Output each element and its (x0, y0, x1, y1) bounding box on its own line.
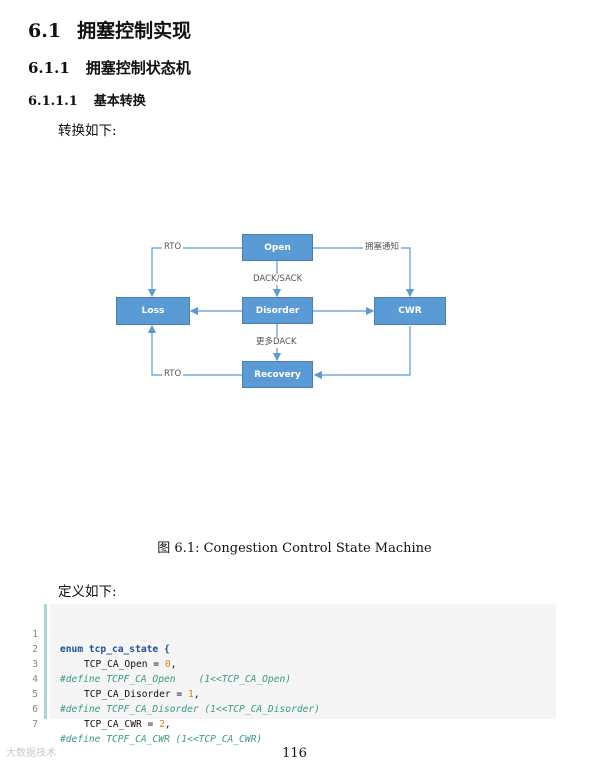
code-gutter-bar (44, 604, 47, 719)
edge-label-rto-bottom: RTO (162, 369, 184, 380)
line-number: 6 (32, 704, 38, 715)
line-number: 5 (32, 689, 38, 700)
subsubsection-number: 6.1.1.1 (28, 94, 78, 109)
state-recovery: Recovery (242, 361, 313, 388)
code-text: TCP_CA_Open = 0, (84, 659, 177, 670)
code-background (50, 604, 556, 719)
subsubsection-heading: 6.1.1.1 基本转换 (28, 90, 146, 109)
state-loss: Loss (116, 297, 190, 325)
state-disorder: Disorder (242, 297, 313, 324)
state-open: Open (242, 234, 313, 261)
edge-label-congestion-notify: 拥塞通知 (363, 242, 402, 253)
code-text: #define TCPF_CA_CWR (1<<TCP_CA_CWR) (60, 734, 263, 745)
edge-open-loss (147, 247, 242, 298)
edge-cwr-recovery (313, 326, 411, 380)
subsection-title: 拥塞控制状态机 (85, 59, 191, 77)
state-cwr: CWR (374, 297, 446, 325)
section-heading: 6.1 拥塞控制实现 (28, 16, 191, 43)
code-text: #define TCPF_CA_Disorder (1<<TCP_CA_Diso… (60, 704, 320, 715)
edge-label-more-dack: 更多DACK (254, 337, 299, 348)
code-listing: 1 enum tcp_ca_state { 2 TCP_CA_Open = 0,… (28, 604, 556, 745)
code-line: 7 #define TCPF_CA_CWR (1<<TCP_CA_CWR) (28, 702, 548, 745)
code-text: TCP_CA_CWR = 2, (84, 719, 171, 730)
code-text: TCP_CA_Disorder = 1, (84, 689, 200, 700)
section-title: 拥塞控制实现 (77, 20, 192, 42)
line-number: 7 (32, 719, 38, 730)
code-text: enum tcp_ca_state { (60, 644, 170, 655)
code-line: 1 enum tcp_ca_state { (28, 612, 548, 655)
code-line: 6 TCP_CA_CWR = 2, (28, 687, 548, 730)
transition-intro: 转换如下: (58, 123, 117, 139)
code-text: #define TCPF_CA_Open (1<<TCP_CA_Open) (60, 674, 292, 685)
line-number: 4 (32, 674, 38, 685)
section-number: 6.1 (28, 20, 62, 42)
line-number: 1 (32, 629, 38, 640)
code-line: 3 #define TCPF_CA_Open (1<<TCP_CA_Open) (28, 642, 548, 685)
code-line: 4 TCP_CA_Disorder = 1, (28, 657, 548, 700)
edge-label-dack-sack: DACK/SACK (251, 274, 305, 285)
code-line: 5 #define TCPF_CA_Disorder (1<<TCP_CA_Di… (28, 672, 548, 715)
line-number: 3 (32, 659, 38, 670)
definition-intro: 定义如下: (58, 584, 117, 600)
figure-caption: 图 6.1: Congestion Control State Machine (157, 541, 432, 556)
edge-open-cwr (313, 247, 415, 298)
page-number: 116 (282, 746, 307, 761)
code-line: 2 TCP_CA_Open = 0, (28, 627, 548, 670)
subsection-number: 6.1.1 (28, 59, 70, 77)
line-number: 2 (32, 644, 38, 655)
edge-label-rto-top: RTO (162, 242, 184, 253)
subsection-heading: 6.1.1 拥塞控制状态机 (28, 57, 191, 78)
subsubsection-title: 基本转换 (93, 94, 146, 109)
watermark: 大数据技术 (6, 748, 56, 759)
edge-recovery-loss (147, 324, 242, 376)
